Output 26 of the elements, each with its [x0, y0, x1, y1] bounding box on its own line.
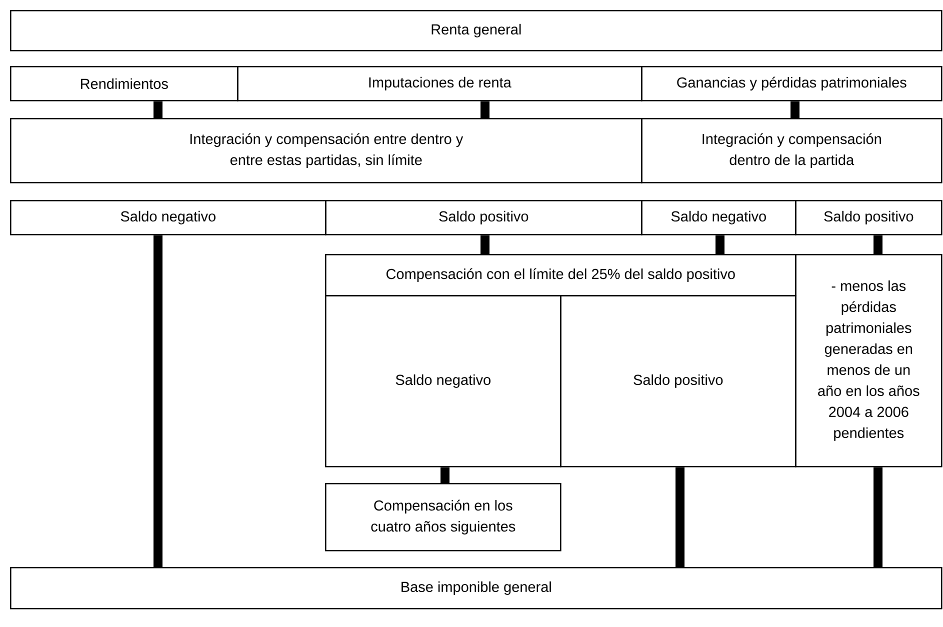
balance-box: Saldo positivo	[560, 295, 796, 468]
balance-box: Saldo positivo	[795, 200, 942, 236]
note-box: - menos las pérdidas patrimoniales generadas en menos de un año en los años 2004 a 2006 pendientes	[795, 254, 942, 468]
connector-bar	[440, 467, 450, 483]
connector-bar	[874, 467, 882, 567]
category-box: Ganancias y pérdidas patrimoniales	[641, 66, 942, 102]
process-box: Integración y compensación entre dentro y entre estas partidas, sin límite	[10, 118, 642, 184]
category-box: Imputaciones de renta	[237, 66, 642, 102]
total-box: Base imponible general	[10, 567, 942, 610]
balance-box: Saldo negativo	[10, 200, 326, 236]
connector-bar	[480, 101, 490, 118]
connector-bar	[154, 101, 162, 118]
process-box: Compensación en los cuatro años siguientes	[325, 483, 562, 552]
connector-bar	[480, 235, 490, 254]
balance-box: Saldo negativo	[325, 295, 562, 468]
balance-box: Saldo negativo	[641, 200, 796, 236]
heading-box: Renta general	[10, 10, 942, 52]
process-box: Integración y compensación dentro de la partida	[641, 118, 942, 184]
connector-bar	[676, 467, 684, 567]
connector-bar	[154, 235, 162, 567]
connector-bar	[874, 235, 882, 254]
category-box: Rendimientos	[10, 66, 238, 102]
connector-bar	[716, 235, 724, 254]
process-box: Compensación con el límite del 25% del saldo positivo	[325, 254, 796, 296]
connector-bar	[790, 101, 800, 118]
balance-box: Saldo positivo	[325, 200, 642, 236]
